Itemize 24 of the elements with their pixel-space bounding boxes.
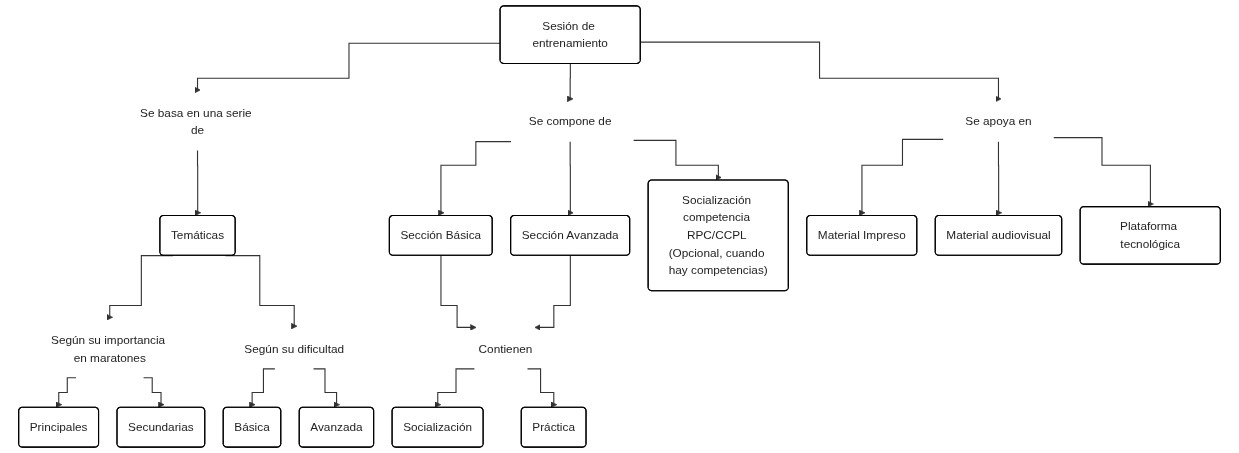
arrow [534,255,572,331]
arrow [194,149,202,217]
node-text: Se compone de [528,115,612,128]
arrow [434,368,475,408]
arrow [566,63,574,103]
node-text: Se apoya en [965,115,1032,128]
arrow [440,255,477,331]
node-text: Según su importancia en maratones [51,333,166,364]
node-text: Contienen [478,342,533,355]
arrow [633,139,722,181]
node-text: Se basa en una serie de [140,106,252,137]
arrow [1053,137,1154,208]
arrow [640,41,1002,103]
arrow [995,141,1003,217]
arrow [437,141,512,217]
arrow [143,377,165,408]
arrow [567,141,574,217]
arrow [249,368,276,408]
arrow [858,138,944,217]
arrow [194,42,501,94]
node-text: Según su dificultad [244,342,345,355]
arrow [312,368,340,408]
arrow [526,368,558,408]
arrow [55,377,77,408]
